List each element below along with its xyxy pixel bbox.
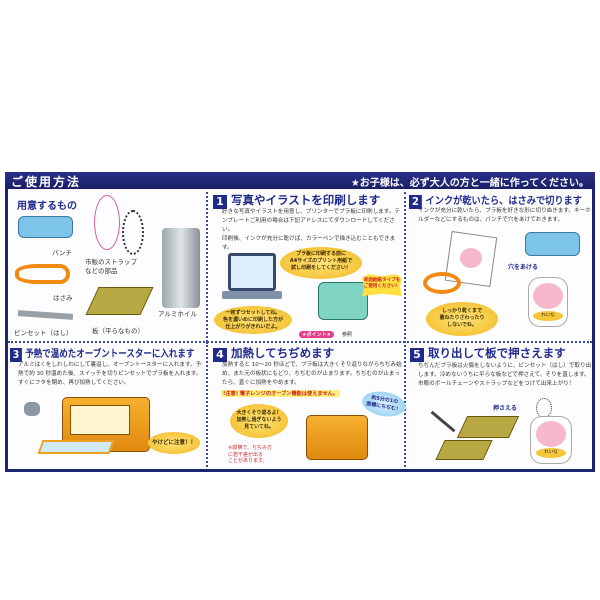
board-icon (456, 416, 520, 438)
step-2-text: インクが充分に乾いたら、プラ板を好きな形に切りぬきます。キーホルダーなどにするも… (418, 208, 591, 223)
oven-door (37, 440, 115, 454)
print-tip-bubble: プラ板に印刷する前に A4サイズのプリント用紙で 試し印刷をしてください！ (280, 247, 362, 279)
point-ref: 参照 (342, 332, 353, 338)
step-3-text: アルミはくをしわしわにして裏返し、オーブントースターに入れます。予熱で約 30 … (18, 362, 202, 386)
materials-title: 用意するもの (17, 201, 77, 212)
step-5-text: ちぢんだプラ板は火傷をしないように、ピンセット（はし）で取り出します。冷めないう… (418, 363, 592, 387)
divider (206, 342, 208, 467)
step-4-text: 加熱すると 10～20 秒ほどで、プラ板は大きくそり返りながらちぢみ始め、また元… (222, 362, 402, 386)
material-label: パンチ (52, 249, 72, 257)
chain-icon (122, 210, 144, 255)
crumpled-foil-icon (24, 402, 40, 416)
name-tag: れいな (533, 311, 563, 321)
bunny-illustration (533, 283, 563, 309)
ball-chain-icon (536, 398, 552, 418)
punch-icon (525, 232, 580, 256)
toaster-oven-icon (306, 415, 368, 460)
material-label: 板（平らなもの） (92, 327, 144, 335)
laptop-icon (228, 253, 276, 291)
burn-warning-bubble: やけどに注意！！ (148, 432, 200, 454)
bunny-illustration (460, 248, 482, 268)
divider (8, 341, 592, 343)
divider (404, 192, 406, 467)
scissors-icon (423, 272, 461, 294)
printer-icon (318, 282, 368, 320)
bunny-illustration (536, 421, 566, 447)
material-label: ピンセット（はし） (14, 329, 73, 337)
strap-icon (94, 195, 120, 250)
laptop-keyboard (222, 291, 282, 299)
scissors-icon (15, 264, 70, 284)
header-bar: ご使用方法 ★お子様は、必ず大人の方と一緒に作ってください。 (5, 172, 595, 189)
material-label: 市販のストラップ などの部品 (85, 258, 137, 275)
header-title: ご使用方法 (11, 175, 82, 189)
divider (206, 192, 208, 342)
rear-feed-burst: 背面給紙タイプを ご使用ください！ (362, 274, 402, 296)
oven-window (70, 405, 130, 435)
point-badge: ★ポイント★ (299, 331, 334, 338)
foil-icon (162, 228, 200, 308)
dry-tip-bubble: しっかり乾くまで 重ねたりさわったり しないでね。 (426, 302, 498, 336)
board-icon (435, 440, 493, 460)
press-label: 押さえる (493, 405, 517, 412)
material-label: アルミホイル (158, 310, 197, 318)
material-label: はさみ (53, 294, 73, 302)
punch-icon (18, 216, 73, 238)
watch-tip-bubble: 大きくそり返るよ！ 加熱し過ぎないよう 見ていてね。 (230, 404, 288, 438)
hole-label: 穴をあける (508, 264, 539, 271)
name-tag: れいな (536, 448, 566, 458)
safety-notice: ★お子様は、必ず大人の方と一緒に作ってください。 (350, 178, 589, 189)
shrink-note: ※縦横で、ちぢみ方 に若干差が出る ことがあります。 (228, 445, 272, 464)
step-1-text: 好きな写真やイラストを用意し、プリンターでプラ板に印刷します。テンプレートご利用… (222, 209, 400, 251)
print-tip-bubble: 一枚ずつセットしてね。 色を濃いめに印刷した方が 仕上がりがきれいだよ。 (214, 306, 292, 334)
microwave-warning: !注意! 電子レンジのオーブン機能は使えません。 (221, 390, 341, 397)
